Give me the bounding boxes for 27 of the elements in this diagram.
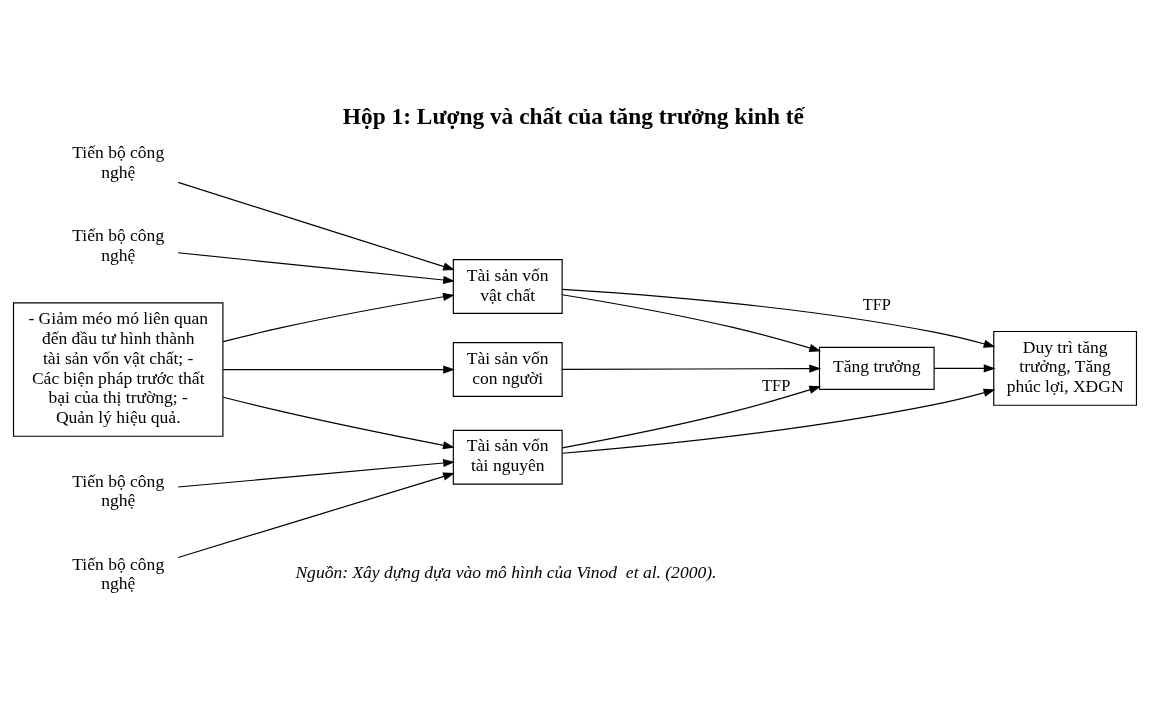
arrow: [561, 288, 996, 348]
arrow: [222, 292, 455, 343]
arrow: [933, 364, 996, 373]
arrow: [222, 365, 455, 374]
arrow: [561, 388, 996, 454]
node-text: Tiến bộ công nghệ: [72, 553, 165, 594]
node-box: Duy trì tăng trưởng, Tăng phúc lợi, XĐGN: [993, 330, 1138, 406]
arrow: [561, 385, 822, 449]
node-box: - Giảm méo mó liên quan đến đầu tư hình thành tài sản vốn vật chất; - Các biện pháp trước thất bại của thị trường; - Quản lý hiệu quả.: [12, 302, 224, 437]
arrow: [177, 472, 455, 559]
arrow: [222, 396, 455, 450]
edge-label: TFP: [762, 375, 791, 395]
node-text: Tiến bộ công nghệ: [72, 470, 165, 511]
node-box: Tài sản vốn con người: [452, 342, 563, 398]
arrow: [561, 294, 822, 352]
node-box: Tài sản vốn tài nguyên: [452, 429, 563, 485]
node-text: Tiến bộ công nghệ: [72, 141, 165, 182]
edge-label: TFP: [862, 295, 891, 315]
arrow: [561, 364, 821, 373]
node-box: Tài sản vốn vật chất: [452, 259, 563, 314]
arrow: [177, 458, 455, 488]
arrow: [177, 252, 455, 285]
node-box: Tăng trưởng: [818, 346, 935, 390]
arrow: [177, 181, 455, 271]
node-text: Tiến bộ công nghệ: [72, 224, 165, 265]
diagram-title: Hộp 1: Lượng và chất của tăng trưởng kinh tế: [342, 102, 804, 129]
caption: Nguồn: Xây dựng dựa vào mô hình của Vinod et al. (2000).: [295, 562, 717, 583]
